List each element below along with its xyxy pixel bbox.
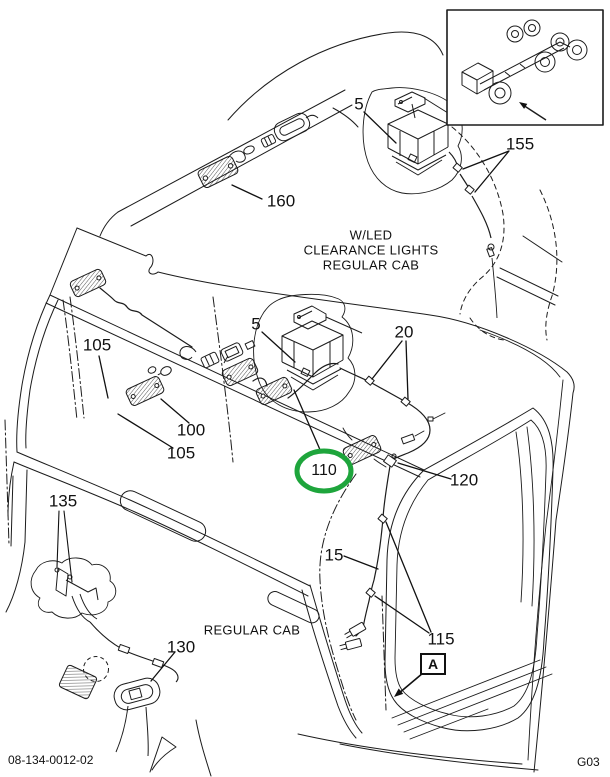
- roof-lamp-exploded-160: [197, 112, 319, 189]
- callout-105-lower: 105: [166, 443, 196, 463]
- leader-135: [56, 510, 73, 583]
- callout-160: 160: [266, 191, 296, 211]
- wled-caption-line2: CLEARANCE LIGHTS: [303, 242, 439, 258]
- leader-130: [150, 651, 176, 682]
- leader-100: [160, 398, 190, 424]
- callout-15: 15: [324, 545, 344, 565]
- leader-5-main: [261, 331, 296, 363]
- leader-120: [397, 462, 452, 480]
- callout-135: 135: [48, 491, 78, 511]
- regular-cab-caption: REGULAR CAB: [203, 622, 301, 638]
- leader-115: [374, 521, 432, 634]
- leader-160: [231, 184, 263, 200]
- callout-110-highlighted: 110: [311, 462, 337, 479]
- wled-caption-line1: W/LED: [349, 227, 393, 243]
- connector-120: [383, 453, 397, 468]
- leader-105-upper: [98, 355, 109, 399]
- callout-130: 130: [166, 637, 196, 657]
- callout-20: 20: [394, 322, 414, 342]
- callout-105-upper: 105: [82, 335, 112, 355]
- wled-caption: W/LED CLEARANCE LIGHTS REGULAR CAB: [304, 228, 439, 273]
- callout-5-main: 5: [251, 314, 261, 334]
- wled-caption-line3: REGULAR CAB: [322, 257, 420, 273]
- inset-arrow: [519, 102, 547, 121]
- center-lamp-assembly: [253, 293, 363, 413]
- sheet-code: G03: [577, 755, 600, 769]
- leader-5-upper: [363, 111, 397, 144]
- inset-chassis: [446, 9, 604, 126]
- callout-100: 100: [176, 420, 206, 440]
- leader-lines: [56, 111, 510, 682]
- harness-terminals: [339, 621, 367, 651]
- drawing-number: 08-134-0012-02: [8, 753, 94, 767]
- detail-a-arrow: [394, 672, 424, 697]
- leader-105-lower: [117, 413, 174, 449]
- leader-20: [371, 340, 409, 400]
- wiring-harness-main: [99, 287, 446, 651]
- callout-115: 115: [427, 629, 455, 649]
- detail-a-box-label: A: [427, 656, 439, 672]
- upper-center-lamp-assembly: [387, 91, 498, 319]
- lower-left-lamp-assembly: [30, 557, 179, 757]
- clearance-lamps: [69, 268, 382, 465]
- callout-120: 120: [449, 470, 479, 490]
- inset-wheels: [488, 19, 588, 105]
- leader-15: [343, 555, 379, 570]
- upper-variant-lineart: [99, 31, 563, 341]
- highlight-ellipse: [294, 448, 354, 494]
- leader-110: [293, 389, 322, 453]
- leader-155: [462, 150, 510, 193]
- callout-155: 155: [505, 134, 535, 154]
- callout-5-upper: 5: [354, 94, 364, 114]
- detail-a-box: A: [420, 653, 446, 675]
